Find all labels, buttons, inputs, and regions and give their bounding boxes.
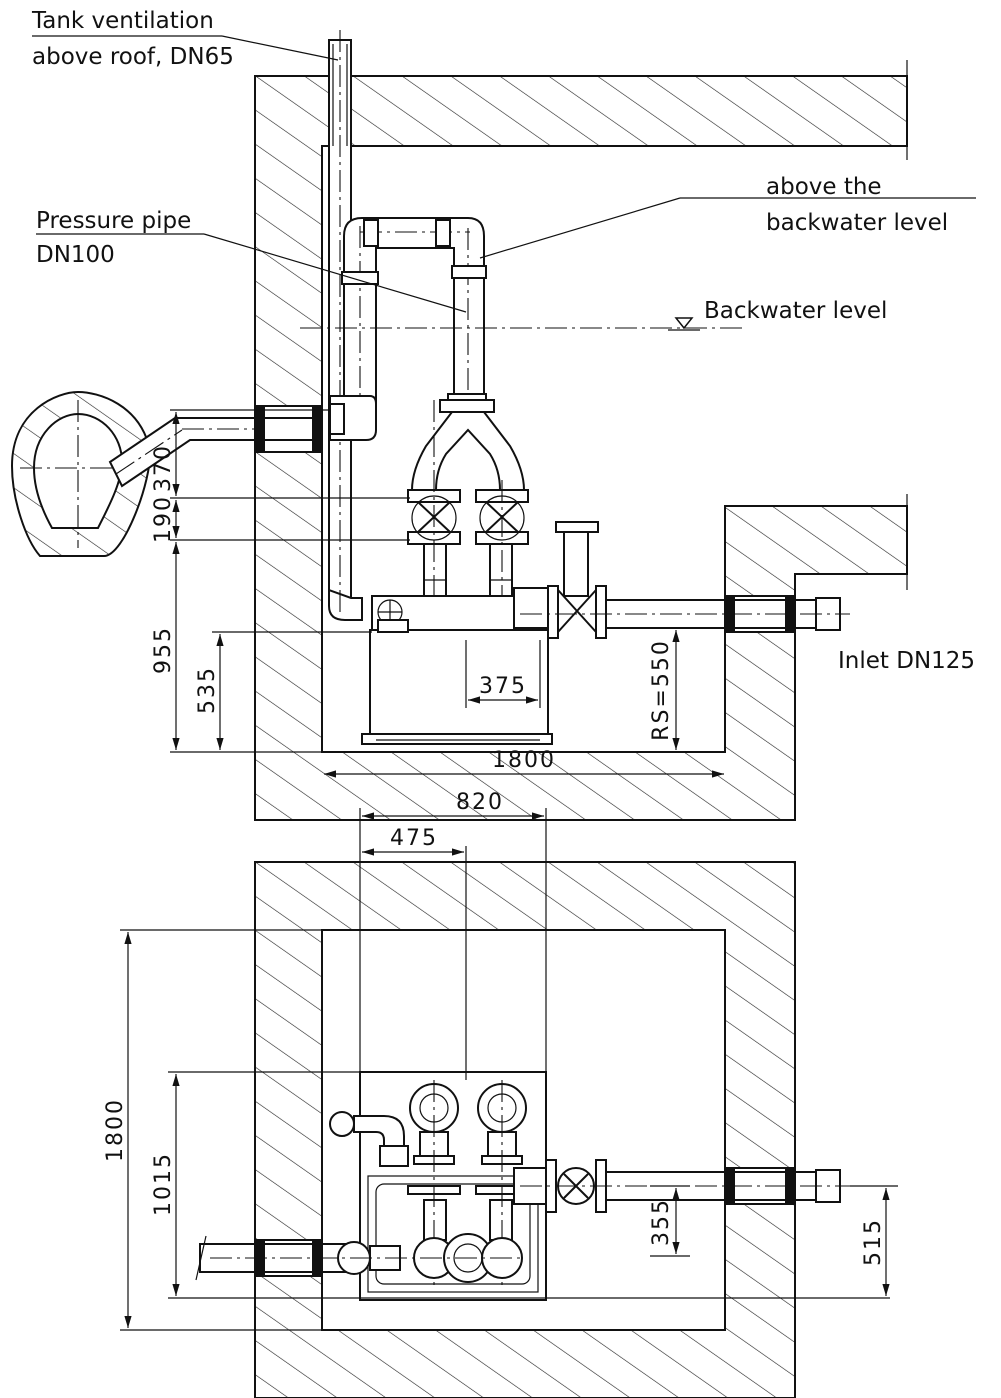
tank-ventilation-label: Tank ventilation xyxy=(31,8,214,34)
plan-view: 1800 820 475 1800 1015 355 515 xyxy=(103,748,898,1398)
dim-190: 190 xyxy=(151,495,176,543)
dim-535: 535 xyxy=(195,666,220,714)
dim-rs-550: RS=550 xyxy=(649,639,674,741)
above-backwater-label: above the xyxy=(766,174,882,200)
dim-1800-height: 1800 xyxy=(103,1098,128,1162)
above-backwater-label-2: backwater level xyxy=(766,210,948,236)
pressure-pipe-plan xyxy=(195,1233,523,1283)
plan-wall xyxy=(254,861,796,1398)
dim-475: 475 xyxy=(390,826,438,851)
dim-955: 955 xyxy=(151,626,176,674)
pressure-pipe-label: Pressure pipe xyxy=(36,208,191,234)
dim-515: 515 xyxy=(861,1218,886,1266)
level-symbol xyxy=(674,317,694,330)
dim-355: 355 xyxy=(649,1198,674,1246)
backwater-level-label: Backwater level xyxy=(704,298,887,324)
wall-sleeve xyxy=(254,405,323,453)
dim-820: 820 xyxy=(456,790,504,815)
dim-370: 370 xyxy=(151,444,176,492)
leader-line xyxy=(479,197,681,259)
dim-1015: 1015 xyxy=(151,1152,176,1216)
section-dimensions: 370 190 955 535 375 RS=550 xyxy=(151,409,680,753)
dim-375: 375 xyxy=(479,674,527,699)
inlet-label: Inlet DN125 xyxy=(838,648,975,674)
inlet-pipe-plan xyxy=(513,1159,850,1213)
pressure-pipe-loop xyxy=(329,217,526,491)
section-view: Backwater level Tank ventilation above r… xyxy=(10,8,976,821)
pressure-pipe-label-2: DN100 xyxy=(36,242,115,268)
dim-1800-width: 1800 xyxy=(492,748,556,773)
leader-line xyxy=(221,35,339,61)
inlet-pipe-section xyxy=(513,521,850,639)
leader-line xyxy=(203,233,467,313)
ventilation-plan xyxy=(329,1111,409,1167)
tank-ventilation-label-2: above roof, DN65 xyxy=(32,44,234,70)
plan-dimensions: 1800 820 475 1800 1015 355 515 xyxy=(103,748,898,1331)
ventilation-pipe xyxy=(328,30,363,621)
